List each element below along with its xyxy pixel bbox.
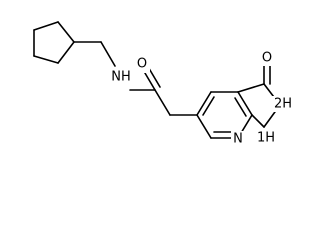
pyrazole-2h-bg xyxy=(272,96,294,112)
bond-c3a-c3 xyxy=(237,83,265,93)
carbonyl-o-label: O xyxy=(137,57,147,72)
atom-labels: NH O O 2H 1H N xyxy=(109,50,294,147)
bond-cp4-cp5 xyxy=(57,41,75,64)
pyridine-n-label: N xyxy=(233,132,243,147)
bond-c5-c4-inner xyxy=(202,96,215,116)
pyrazole-1h-bg xyxy=(255,130,277,146)
bond-cp5-cp1 xyxy=(57,21,75,43)
pyrazole-1h-label: 1H xyxy=(257,131,275,146)
bonds xyxy=(33,21,281,139)
bond-c5-c4 xyxy=(196,91,212,116)
pyridine-n-bg xyxy=(231,131,245,147)
bond-carbonyl-ch2 xyxy=(154,89,171,116)
molecule-diagram: NH O O 2H 1H N xyxy=(33,21,294,147)
pyrazole-2h-label: 2H xyxy=(274,97,292,112)
carbonyl-o-bg xyxy=(136,57,150,73)
bond-c3a-c7a-inner xyxy=(234,97,247,117)
bond-n1-c7a xyxy=(251,114,265,128)
pyrazolone-o-label: O xyxy=(262,51,272,66)
bond-c3a-c7a xyxy=(237,91,253,116)
amide-nh-label: NH xyxy=(111,70,131,85)
amide-nh-bg xyxy=(109,68,131,84)
bond-ch2-nh xyxy=(100,41,116,67)
bond-cp3-cp4 xyxy=(33,55,59,64)
bond-cp1-cp2 xyxy=(33,21,59,31)
pyrazolone-o-bg xyxy=(261,50,275,66)
bond-c6-c5 xyxy=(196,114,212,139)
